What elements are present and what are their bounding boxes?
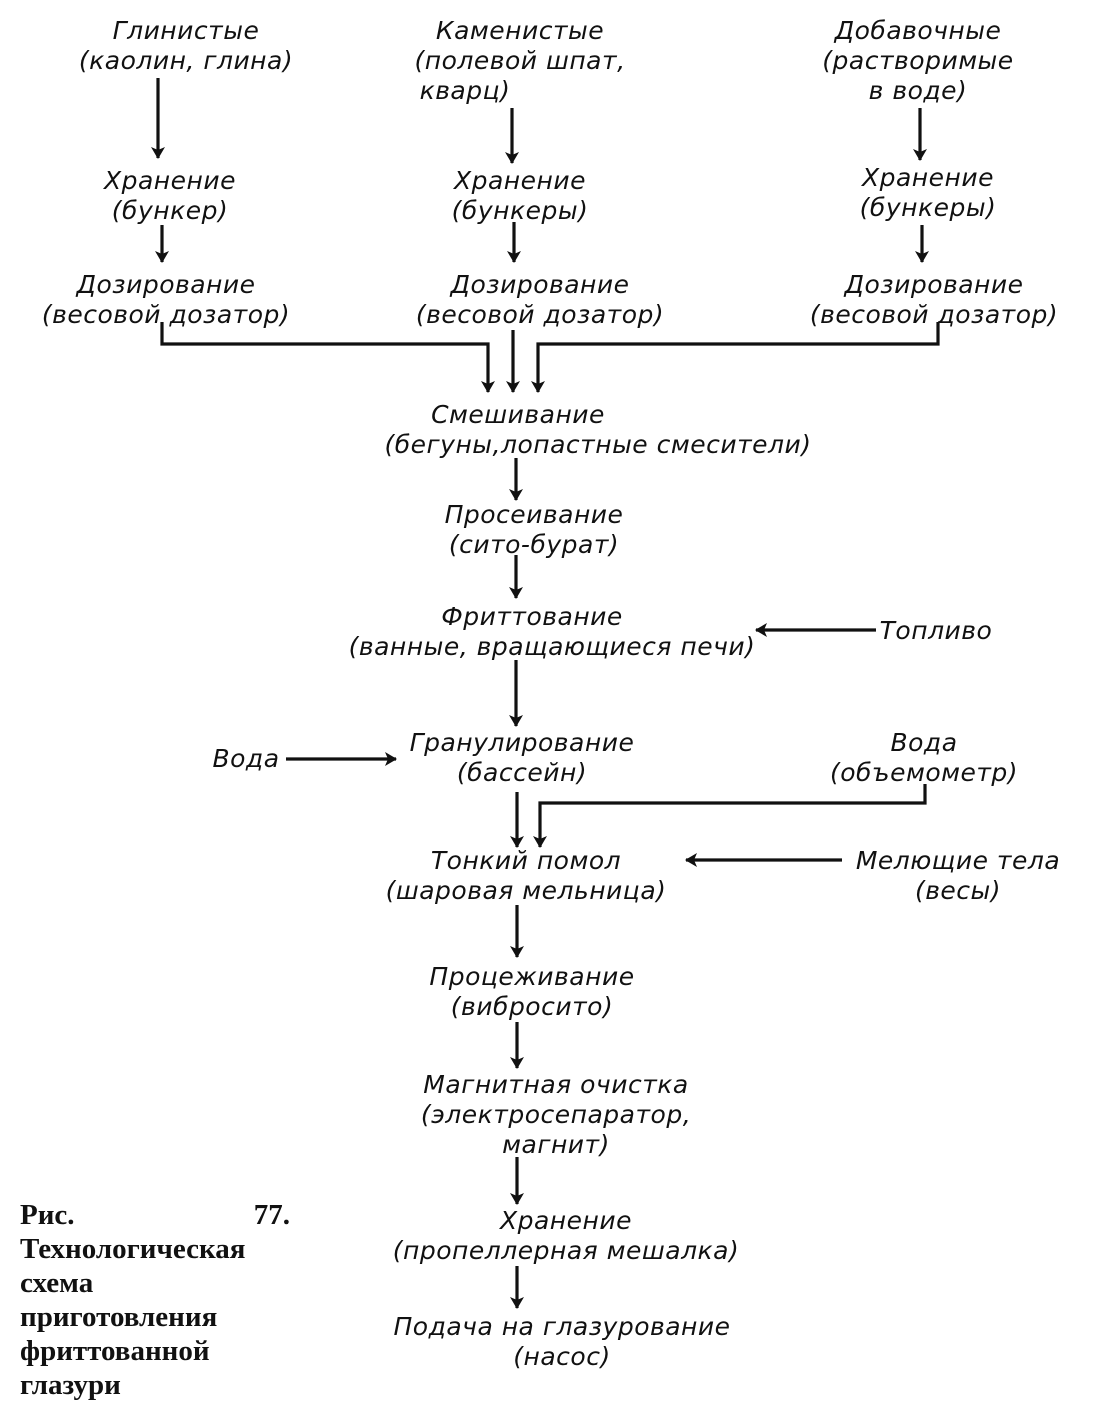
node-water-meter: Вода (объемометр): [830, 728, 1018, 788]
node-detail-line2: в воде): [868, 76, 968, 105]
node-detail: (бегуны,лопастные смесители): [384, 430, 812, 459]
node-stone-materials: Каменистые (полевой шпат, кварц): [414, 16, 625, 106]
node-fuel: Топливо: [880, 616, 993, 646]
node-detail: (каолин, глина): [78, 46, 294, 75]
node-detail: (сито-бурат): [448, 530, 620, 559]
node-additive-dosing: Дозирование (весовой дозатор): [810, 270, 1058, 330]
node-detail: (пропеллерная мешалка): [392, 1236, 740, 1265]
node-magnetic-cleaning: Магнитная очистка (электросепаратор, маг…: [421, 1070, 691, 1160]
node-title: Фриттование: [441, 602, 623, 631]
node-detail: (весовой дозатор): [41, 300, 291, 329]
node-title: Каменистые: [435, 16, 605, 45]
node-detail: (бункеры): [859, 193, 997, 222]
node-glaze-feeding: Подача на глазурование (насос): [393, 1312, 730, 1372]
node-straining: Процеживание (вибросито): [429, 962, 634, 1022]
node-title: Топливо: [879, 616, 993, 645]
arrow-additive-dosing-to-mixing: [531, 322, 940, 393]
node-title: Вода: [212, 744, 280, 773]
node-detail: (электросепаратор,: [420, 1100, 692, 1129]
node-title: Добавочные: [834, 16, 1002, 45]
node-detail: (насос): [513, 1342, 611, 1371]
node-water-input: Вода: [212, 744, 279, 774]
node-title: Смешивание: [431, 400, 605, 429]
node-title: Дозирование: [844, 270, 1024, 299]
node-stone-storage: Хранение (бункеры): [452, 166, 589, 226]
node-detail: (бункеры): [451, 196, 589, 225]
node-detail: (шаровая мельница): [385, 876, 667, 905]
node-title: Дозирование: [76, 270, 256, 299]
node-title: Процеживание: [429, 962, 635, 991]
node-additive-materials: Добавочные (растворимые в воде): [822, 16, 1013, 106]
node-detail: (ванные, вращающиеся печи): [348, 632, 756, 661]
arrow-clay-dosing-to-mixing: [160, 322, 495, 393]
node-clay-storage: Хранение (бункер): [104, 166, 236, 226]
node-title: Гранулирование: [409, 728, 635, 757]
node-fine-grinding: Тонкий помол (шаровая мельница): [386, 846, 667, 906]
node-grinding-bodies: Мелющие тела (весы): [856, 846, 1060, 906]
node-final-storage: Хранение (пропеллерная мешалка): [393, 1206, 739, 1266]
node-detail-line2: кварц): [419, 76, 511, 105]
node-additive-storage: Хранение (бункеры): [860, 163, 997, 223]
node-clay-dosing: Дозирование (весовой дозатор): [42, 270, 290, 330]
node-detail: (растворимые: [822, 46, 1014, 75]
node-detail: (вибросито): [450, 992, 614, 1021]
node-detail-line2: магнит): [502, 1130, 610, 1159]
node-title: Хранение: [103, 166, 237, 195]
node-title: Мелющие тела: [855, 846, 1061, 875]
node-detail: (весовой дозатор): [809, 300, 1059, 329]
node-title: Магнитная очистка: [423, 1070, 689, 1099]
node-title: Дозирование: [450, 270, 630, 299]
node-sieving: Просеивание (сито-бурат): [445, 500, 624, 560]
node-detail: (весовой дозатор): [415, 300, 665, 329]
node-detail: (полевой шпат,: [414, 46, 626, 75]
node-title: Вода: [890, 728, 958, 757]
figure-caption: Рис. 77. Технологическая схема приготовл…: [20, 1199, 290, 1401]
node-title: Просеивание: [444, 500, 624, 529]
node-detail: (бассейн): [456, 758, 588, 787]
node-detail: (весы): [914, 876, 1002, 905]
node-stone-dosing: Дозирование (весовой дозатор): [416, 270, 664, 330]
arrow-water-meter-to-grinding: [533, 784, 927, 848]
node-mixing: Смешивание (бегуны,лопастные смесители): [384, 400, 811, 460]
node-clay-materials: Глинистые (каолин, глина): [79, 16, 293, 76]
node-title: Хранение: [453, 166, 586, 195]
node-title: Подача на глазурование: [393, 1312, 731, 1341]
node-detail: (объемометр): [829, 758, 1019, 787]
node-title: Хранение: [861, 163, 994, 192]
node-title: Тонкий помол: [430, 846, 622, 875]
node-fritting: Фриттование (ванные, вращающиеся печи): [349, 602, 756, 662]
node-granulating: Гранулирование (бассейн): [410, 728, 635, 788]
node-title: Глинистые: [112, 16, 260, 45]
node-title: Хранение: [499, 1206, 632, 1235]
node-detail: (бункер): [111, 196, 229, 225]
